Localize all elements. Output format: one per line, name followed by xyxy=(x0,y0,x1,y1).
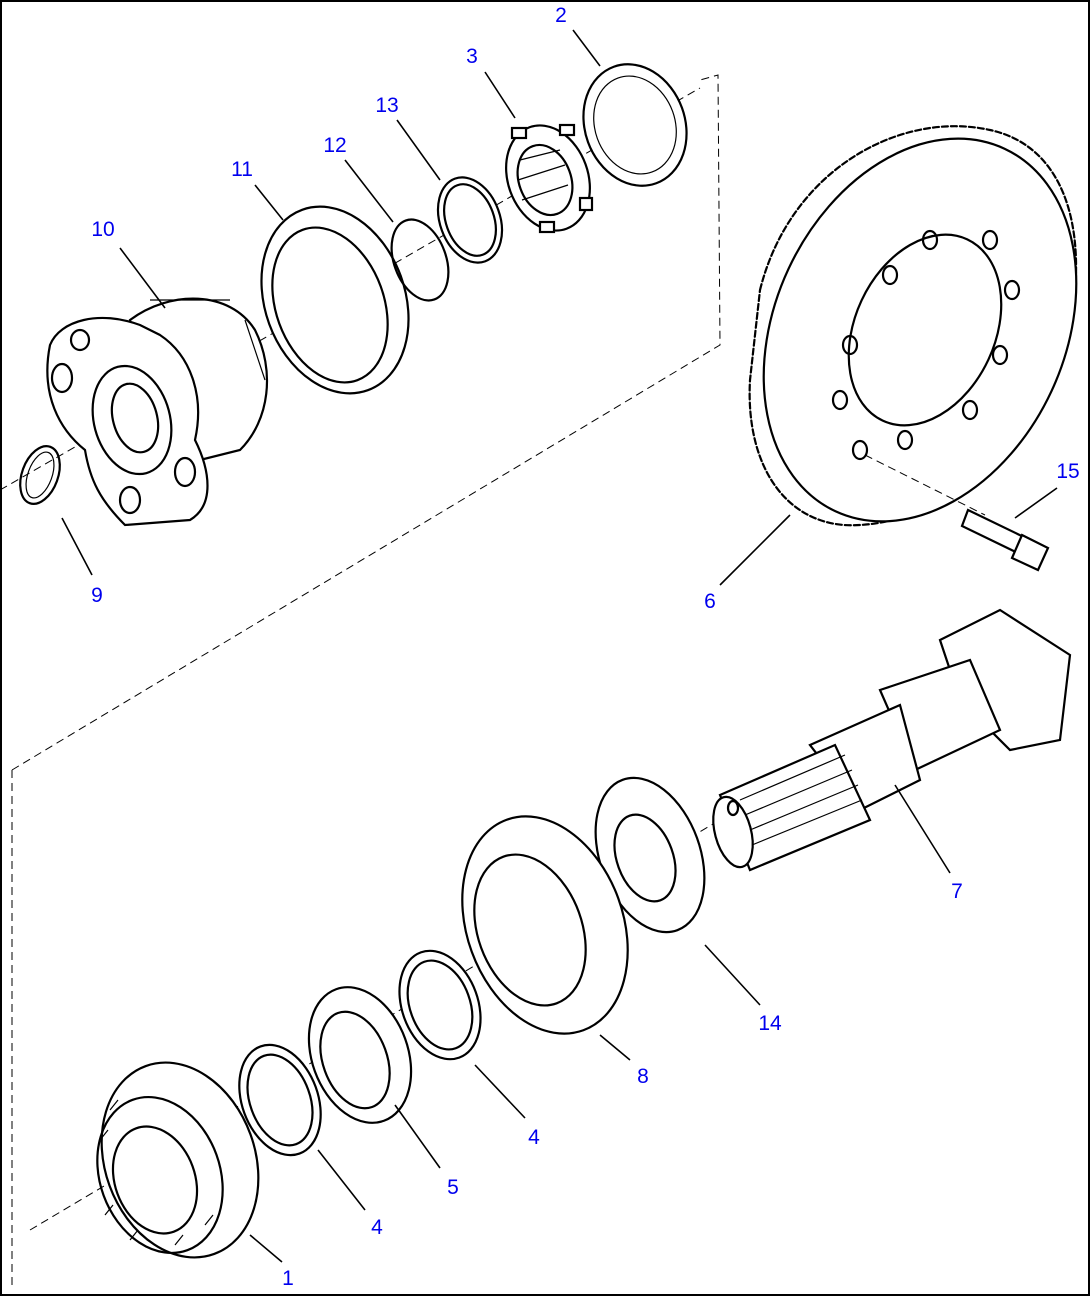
part-3-lock-nut xyxy=(505,123,594,234)
callout-3: 3 xyxy=(466,45,478,68)
callout-7: 7 xyxy=(951,880,963,903)
part-7-pinion-shaft xyxy=(712,608,1072,872)
part-12-o-ring xyxy=(390,218,450,302)
part-14-shim xyxy=(594,776,706,934)
part-8-bearing-cup xyxy=(461,815,629,1035)
callout-15: 15 xyxy=(1056,460,1079,483)
part-11-seal xyxy=(260,205,410,395)
callout-5: 5 xyxy=(447,1176,459,1199)
part-13-shim xyxy=(436,176,504,264)
callout-8: 8 xyxy=(637,1065,649,1088)
callout-12: 12 xyxy=(323,134,346,157)
bolt-axis-line xyxy=(864,454,986,516)
callout-1: 1 xyxy=(282,1267,294,1290)
part-15-bolt xyxy=(960,508,1050,572)
part-2-lock-plate xyxy=(582,63,688,187)
part-4-spacer-lower xyxy=(238,1043,322,1157)
callout-11: 11 xyxy=(231,158,253,181)
callout-2: 2 xyxy=(555,4,567,27)
callout-9: 9 xyxy=(91,584,103,607)
callout-13: 13 xyxy=(375,94,398,117)
leader-lines xyxy=(61,29,1058,1263)
part-4-spacer-upper xyxy=(398,949,482,1061)
callout-4-upper: 4 xyxy=(528,1126,540,1149)
part-9-snap-ring xyxy=(19,445,61,505)
part-10-flange-yoke xyxy=(46,297,269,527)
part-6-ring-gear xyxy=(748,125,1078,527)
group-outline-upper xyxy=(11,74,721,771)
callout-10: 10 xyxy=(91,218,114,241)
callout-6: 6 xyxy=(704,590,716,613)
part-5-collar xyxy=(307,986,413,1124)
callout-14: 14 xyxy=(758,1012,782,1035)
callout-4-lower: 4 xyxy=(371,1216,383,1239)
part-1-cone-bearing xyxy=(96,1061,260,1259)
